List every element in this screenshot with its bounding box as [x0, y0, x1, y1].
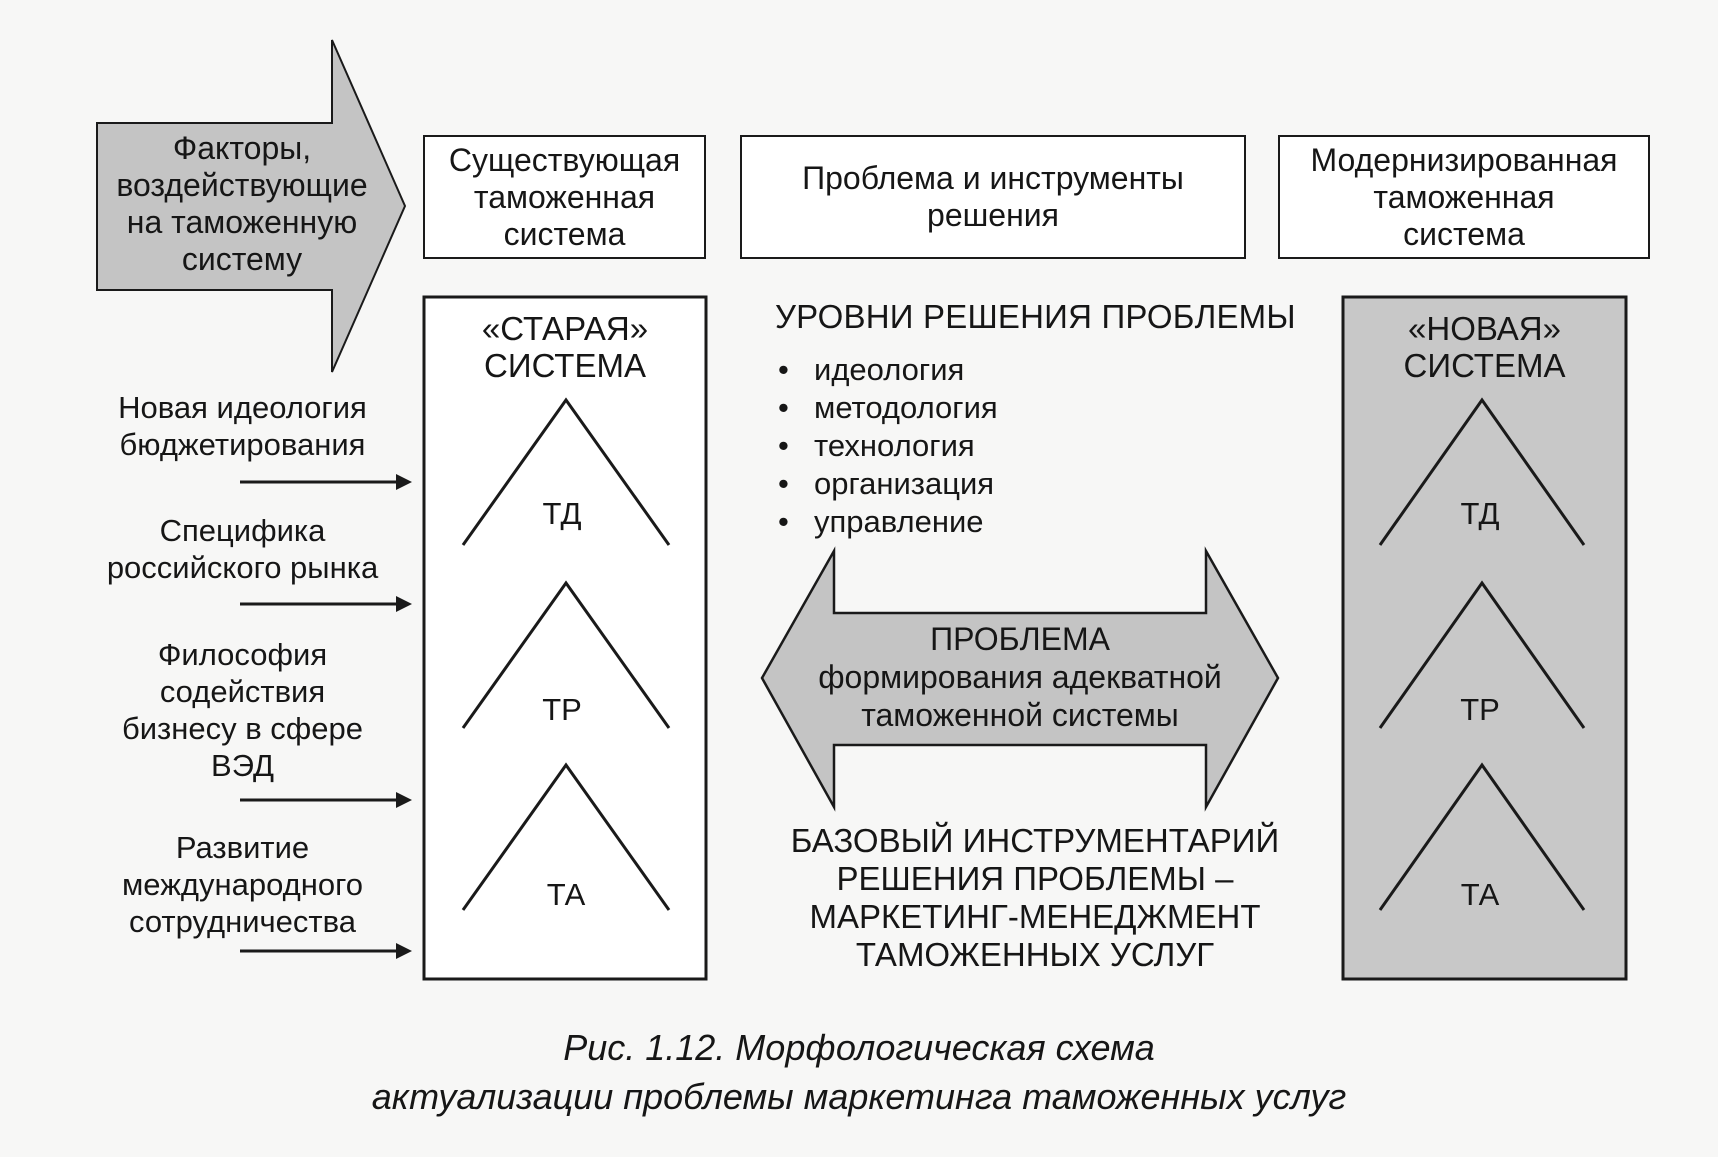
existing-system-header-text: Существующая таможенная система — [448, 141, 681, 252]
new-system-box — [1341, 295, 1628, 981]
levels-title: УРОВНИ РЕШЕНИЯ ПРОБЛЕМЫ — [775, 298, 1296, 335]
base-tools-text: БАЗОВЫЙ ИНСТРУМЕНТАРИЙ РЕШЕНИЯ ПРОБЛЕМЫ … — [790, 822, 1280, 973]
factors-arrow-label: Факторы, воздействующие на таможенную си… — [116, 130, 368, 277]
figure-caption-line-1: Рис. 1.12. Морфологическая схема — [563, 1027, 1155, 1068]
modern-system-header-text: Модернизированная таможенная система — [1310, 141, 1618, 252]
problem-double-arrow — [760, 546, 1280, 812]
old-td-chevron — [461, 397, 671, 546]
problem-header-text: Проблема и инструменты решения — [802, 160, 1184, 233]
old-system-title: «СТАРАЯ» СИСТЕМА — [481, 310, 649, 384]
factor-arrowhead-4 — [396, 943, 412, 959]
level-item: методология — [778, 389, 998, 427]
old-system-box — [422, 295, 708, 981]
factor-arrowhead-3 — [396, 792, 412, 808]
problem-header: Проблема и инструменты решения — [740, 135, 1246, 259]
level-item: управление — [778, 503, 998, 541]
new-system-title: «НОВАЯ» СИСТЕМА — [1403, 310, 1566, 384]
figure-caption-line-2: актуализации проблемы маркетинга таможен… — [371, 1076, 1347, 1117]
old-level-tr: ТР — [542, 692, 582, 727]
factor-2-label: Специфика российского рынка — [106, 513, 379, 585]
old-level-ta: ТА — [546, 877, 586, 912]
new-level-td: ТД — [1460, 496, 1500, 531]
factor-1-label: Новая идеология бюджетирования — [118, 390, 367, 462]
existing-system-header: Существующая таможенная система — [423, 135, 706, 259]
level-item: идеология — [778, 351, 998, 389]
factors-big-arrow — [96, 39, 407, 373]
old-tr-chevron — [461, 580, 671, 729]
level-item: организация — [778, 465, 998, 503]
modern-system-header: Модернизированная таможенная система — [1278, 135, 1650, 259]
level-item: технология — [778, 427, 998, 465]
new-tr-chevron — [1378, 580, 1586, 729]
factor-arrows — [240, 474, 412, 959]
new-level-tr: ТР — [1460, 692, 1500, 727]
levels-list: идеология методология технология организ… — [778, 351, 998, 541]
new-td-chevron — [1378, 397, 1586, 546]
factor-4-label: Развитие международного сотрудничества — [121, 830, 363, 939]
factor-3-label: Философия содействия бизнесу в сфере ВЭД — [121, 637, 364, 783]
new-ta-chevron — [1378, 762, 1586, 911]
new-level-ta: ТА — [1460, 877, 1500, 912]
problem-arrow-text: ПРОБЛЕМА формирования адекватной таможен… — [818, 621, 1222, 733]
old-level-td: ТД — [542, 496, 582, 531]
factor-arrowhead-2 — [396, 596, 412, 612]
old-ta-chevron — [461, 762, 671, 911]
factor-arrowhead-1 — [396, 474, 412, 490]
